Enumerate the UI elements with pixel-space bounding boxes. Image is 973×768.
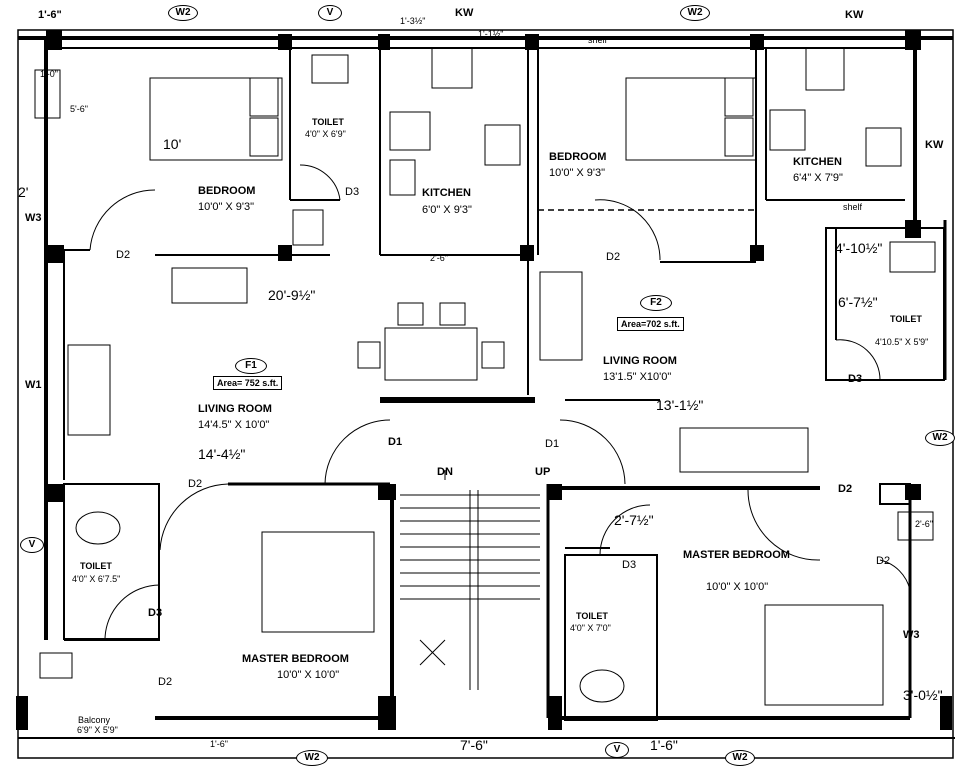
w2-window-tag: W2	[925, 430, 955, 446]
door-tag: D2	[838, 483, 853, 495]
door-tag: D2	[876, 555, 891, 567]
flat-tag-f2: F2	[640, 295, 672, 311]
stair-down-label: DN	[437, 466, 453, 478]
interior-walls	[63, 48, 945, 721]
structural-columns	[16, 30, 952, 730]
area-label: Area= 752 s.ft.	[213, 376, 283, 390]
room-size: 4'0" X 6'7.5"	[72, 574, 121, 584]
room-size: 6'4" X 7'9"	[793, 172, 843, 184]
shelf-label: shelf	[588, 35, 608, 45]
door-tag: D1	[545, 438, 560, 450]
dim-label: 2'-6"	[915, 519, 933, 529]
door-tag: D3	[848, 373, 863, 385]
room-size: 4'0" X 6'9"	[305, 129, 346, 139]
room-name-living: LIVING ROOM	[198, 403, 272, 415]
dim-label: 3'-0½"	[903, 687, 943, 703]
dim-label: 1'-1½"	[478, 29, 504, 39]
door-tag: D1	[388, 436, 403, 448]
bed-d	[764, 604, 884, 706]
bed-a	[149, 77, 283, 161]
kw-window-tag: KW	[455, 7, 474, 19]
w3-window-tag: W3	[25, 212, 42, 224]
kw-window-tag: KW	[845, 9, 864, 21]
room-size: 4'10.5" X 5'9"	[875, 337, 929, 347]
outer-boundary	[17, 29, 954, 759]
kw-window-tag: KW	[925, 139, 944, 151]
room-name-bedroom: BEDROOM	[549, 151, 607, 163]
room-name-kitchen: KITCHEN	[793, 156, 842, 168]
w2-window-tag: W2	[725, 750, 755, 766]
w2-window-tag: W2	[680, 5, 710, 21]
door-swings	[89, 164, 911, 641]
room-size: 4'0" X 7'0"	[570, 623, 611, 633]
room-size: 10'0" X 10'0"	[706, 581, 769, 593]
door-tag: D3	[622, 559, 637, 571]
dining-table	[384, 327, 478, 381]
door-tag: D2	[188, 478, 203, 490]
room-name-living: LIVING ROOM	[603, 355, 677, 367]
room-size: 10'0" X 9'3"	[549, 167, 606, 179]
w3-window-tag: W3	[903, 629, 920, 641]
room-name-master-bedroom: MASTER BEDROOM	[683, 549, 790, 561]
dim-label: 5'-6"	[70, 104, 88, 114]
room-size: 10'0" X 9'3"	[198, 201, 255, 213]
room-name-bedroom: BEDROOM	[198, 185, 256, 197]
dim-label: 1'-3½"	[400, 16, 426, 26]
dim-label: 1'-6"	[650, 737, 678, 753]
staircase	[400, 470, 540, 690]
w1-window-tag: W1	[25, 379, 42, 391]
door-tag: D3	[148, 607, 163, 619]
dim-label: 2'-7½"	[614, 512, 654, 528]
room-name-toilet: TOILET	[890, 314, 922, 324]
dim-label: 1'-6"	[210, 739, 228, 749]
room-size: 10'0" X 10'0"	[277, 669, 340, 681]
dim-label: 1'-6"	[38, 9, 62, 21]
sofa-b	[679, 427, 809, 473]
bed-b	[625, 77, 757, 161]
v-vent-tag: V	[605, 742, 629, 758]
room-name-toilet: TOILET	[312, 117, 344, 127]
room-size: 6'0" X 9'3"	[422, 204, 472, 216]
dim-label: 2'-6"	[430, 253, 448, 263]
dim-label: 7'-6"	[460, 737, 488, 753]
door-tag: D2	[606, 251, 621, 263]
room-size: 6'9" X 5'9"	[77, 725, 118, 735]
room-name-toilet: TOILET	[80, 561, 112, 571]
w2-window-tag: W2	[296, 750, 328, 766]
room-name-balcony: Balcony	[78, 715, 111, 725]
flat-tag-f1: F1	[235, 358, 267, 374]
dim-label: 2'	[18, 184, 29, 200]
door-tag: D2	[158, 676, 173, 688]
dim-label: 4'-10½"	[835, 240, 883, 256]
shelf-label: shelf	[843, 202, 863, 212]
dim-label: 14'-4½"	[198, 446, 246, 462]
sofa-a	[539, 271, 583, 361]
room-name-master-bedroom: MASTER BEDROOM	[242, 653, 349, 665]
furniture	[34, 47, 936, 706]
dim-label: 6'-7½"	[838, 294, 878, 310]
dim-label: 13'-1½"	[656, 397, 704, 413]
door-tag: D3	[345, 186, 360, 198]
bed-c	[261, 531, 375, 633]
room-name-toilet: TOILET	[576, 611, 608, 621]
stair-up-label: UP	[535, 466, 551, 478]
room-name-kitchen: KITCHEN	[422, 187, 471, 199]
room-size: 14'4.5" X 10'0"	[198, 419, 270, 431]
door-tag: D2	[116, 249, 131, 261]
v-vent-tag: V	[20, 537, 44, 553]
dim-label: 20'-9½"	[268, 287, 316, 303]
v-vent-tag: V	[318, 5, 342, 21]
dim-label: 1'-0"	[40, 69, 58, 79]
w2-window-tag: W2	[168, 5, 198, 21]
area-label: Area=702 s.ft.	[617, 317, 684, 331]
dim-label: 10'	[163, 136, 182, 152]
room-size: 13'1.5" X10'0"	[603, 371, 672, 383]
